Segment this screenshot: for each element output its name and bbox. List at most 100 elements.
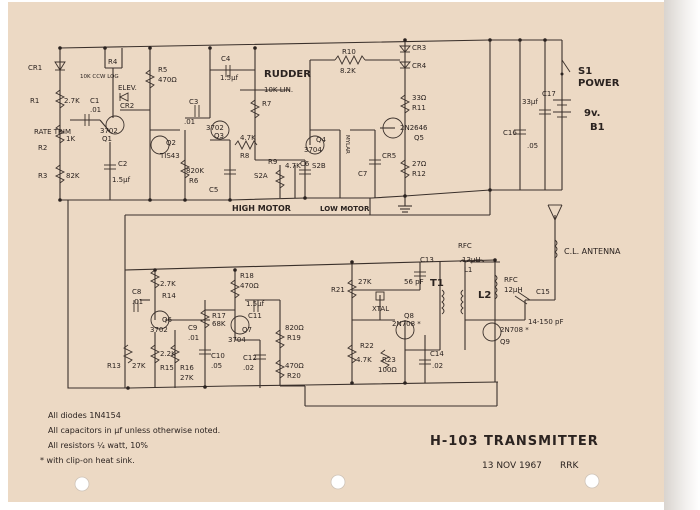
label-q3: Q3	[214, 132, 224, 140]
label-s2a: S2A	[254, 172, 268, 180]
label-q6: Q6	[162, 316, 173, 324]
drawing-initials: RRK	[560, 461, 580, 471]
label-c3: C3	[189, 98, 198, 106]
label-r3: R3	[38, 172, 47, 180]
label-cr5: CR5	[382, 152, 396, 160]
label-c1-val: .01	[90, 106, 101, 114]
label-c8: C8	[132, 288, 141, 296]
label-q1-type: 3702	[100, 127, 118, 135]
label-c8-val: .01	[132, 298, 143, 306]
label-rfc-l1: RFC	[458, 242, 472, 250]
label-q3-type: 3702	[206, 124, 224, 132]
note-heat-sink: * with clip-on heat sink.	[40, 456, 135, 465]
label-r7: R7	[262, 100, 271, 108]
label-cr1: CR1	[28, 64, 42, 72]
label-r10: R10	[342, 48, 356, 56]
label-b1: B1	[590, 122, 605, 133]
label-r17: R17	[212, 312, 226, 320]
label-q2-type: TIS43	[159, 152, 180, 160]
label-r21: R21	[331, 286, 345, 294]
label-elev: ELEV.	[118, 84, 137, 92]
component-labels: CR1 R1 2.7K RATE TRIM R2 1K R3 82K R4 10…	[28, 44, 621, 382]
label-power: POWER	[578, 78, 620, 89]
label-t1: T1	[430, 278, 444, 289]
label-s1: S1	[578, 66, 592, 77]
drawing-date: 13 NOV 1967	[482, 461, 542, 471]
note-diodes: All diodes 1N4154	[48, 411, 121, 420]
label-c4: C4	[221, 55, 231, 63]
label-q1: Q1	[102, 135, 112, 143]
label-r2: R2	[38, 144, 47, 152]
label-r16: R16	[180, 364, 194, 372]
battery-switch-antenna	[375, 59, 571, 301]
label-r5-val: 470Ω	[158, 76, 177, 84]
label-low-motor: LOW MOTOR	[320, 205, 370, 213]
note-capacitors: All capacitors in µf unless otherwise no…	[48, 426, 220, 435]
label-q4-type: 3704	[304, 146, 322, 154]
label-r8: R8	[240, 152, 249, 160]
label-r11-val: 33Ω	[412, 94, 427, 102]
label-c9: C9	[188, 324, 197, 332]
label-r9: R9	[268, 158, 277, 166]
label-c11-val: 1.5µf	[246, 300, 265, 308]
label-q9-type: 2N708 *	[500, 326, 529, 334]
label-s2b: S2B	[312, 162, 326, 170]
label-l1: L1	[464, 266, 472, 274]
label-r14: R14	[162, 292, 176, 300]
label-c15: C15	[536, 288, 550, 296]
label-r18-val: 470Ω	[240, 282, 259, 290]
label-q9: Q9	[500, 338, 510, 346]
label-c15-range: 14-150 pF	[528, 318, 564, 326]
label-q5-type: 2N2646	[400, 124, 428, 132]
label-r22: R22	[360, 342, 374, 350]
label-q2: Q2	[166, 139, 176, 147]
label-c2: C2	[118, 160, 127, 168]
label-r20: R20	[287, 372, 301, 380]
coil-symbols	[441, 239, 558, 315]
label-r16-val: 27K	[180, 374, 194, 382]
label-c12: C12	[243, 354, 257, 362]
label-r6: R6	[189, 177, 199, 185]
label-c14: C14	[430, 350, 444, 358]
label-r12: R12	[412, 170, 426, 178]
label-c11: C11	[248, 312, 262, 320]
label-mylar: MYLAR	[344, 135, 350, 154]
junction-dots	[58, 38, 547, 390]
label-cr2: CR2	[120, 102, 134, 110]
label-rudder: RUDDER	[264, 69, 311, 80]
resistor-symbols	[54, 54, 411, 379]
label-rate-trim: RATE TRIM	[34, 128, 71, 136]
label-r12-val: 27Ω	[412, 160, 427, 168]
label-q8: Q8	[404, 312, 414, 320]
label-r21-val: 27K	[358, 278, 372, 286]
label-r19: R19	[287, 334, 301, 342]
label-c6: C6	[300, 160, 310, 168]
label-c17: C17	[542, 90, 556, 98]
label-antenna: C.L. ANTENNA	[564, 247, 621, 256]
label-r19-val: 820Ω	[285, 324, 304, 332]
label-r17-val: 68K	[212, 320, 226, 328]
schematic-sheet	[8, 2, 667, 502]
label-cr3: CR3	[412, 44, 426, 52]
label-l2: L2	[478, 290, 491, 301]
label-r3-val: 82K	[66, 172, 80, 180]
label-q7-type: 3704	[228, 336, 246, 344]
label-r14-val: 2.7K	[160, 280, 176, 288]
label-rfc-l1-val: 12µH	[462, 256, 481, 264]
binder-hole-left	[74, 476, 90, 492]
label-q8-type: 2N708 *	[392, 320, 421, 328]
binder-hole-center	[330, 474, 346, 490]
label-r1: R1	[30, 97, 39, 105]
label-r23-val: 100Ω	[378, 366, 397, 374]
label-c17-val: 33µf	[522, 98, 538, 106]
label-rfc-l2-val: 12µH	[504, 286, 523, 294]
label-r6-val: 820K	[186, 167, 204, 175]
binder-hole-right	[584, 473, 600, 489]
page-edge	[664, 0, 700, 510]
label-c2-val: 1.5µf	[112, 176, 131, 184]
label-c10: C10	[211, 352, 225, 360]
label-c13: C13	[420, 256, 434, 264]
label-xtal: XTAL	[372, 305, 389, 313]
label-c16: C16	[503, 129, 517, 137]
